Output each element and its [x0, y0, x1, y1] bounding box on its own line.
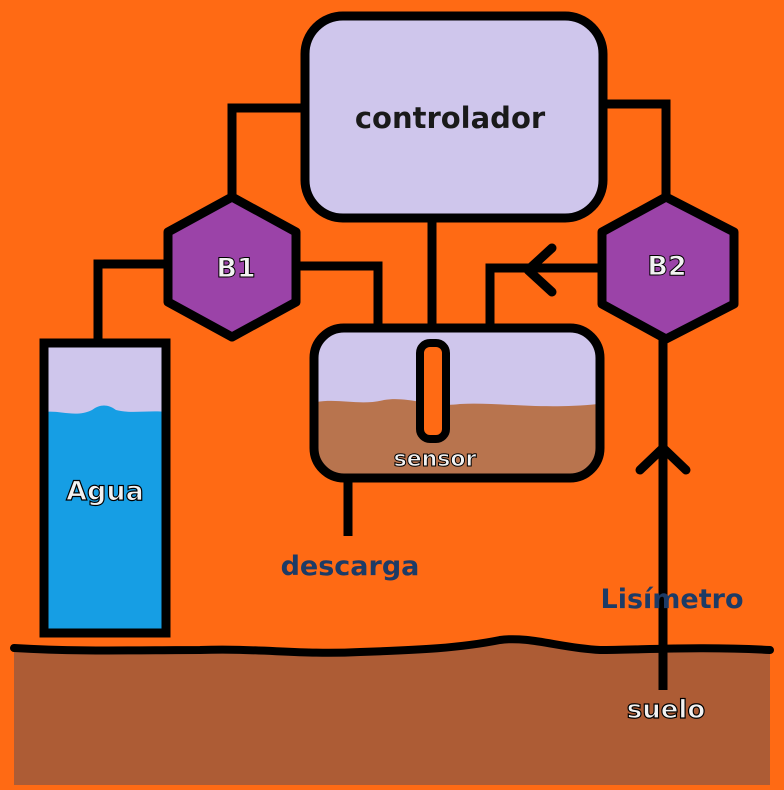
lysimeter-label: Lisímetro: [600, 584, 743, 615]
pump-b1-label: B1: [216, 253, 255, 284]
controller-to-b2-wire: [600, 99, 671, 200]
water-reservoir: [39, 338, 171, 638]
water-label: Agua: [66, 476, 144, 507]
b2-to-tank-pipe: [485, 263, 606, 325]
b1-to-tank-pipe: [300, 261, 383, 330]
controller-to-b1-wire: [227, 103, 305, 200]
pump-b2-hexagon: [597, 192, 739, 344]
sensor-tank: [309, 323, 605, 483]
sensor-probe: [416, 339, 450, 443]
ground-surface-line: [10, 635, 774, 657]
controller-box: [300, 11, 608, 223]
arrow-left-icon: [523, 243, 557, 297]
soil-label: suelo: [627, 695, 705, 725]
soil-ground: [14, 639, 770, 785]
pump-b2-label: B2: [647, 251, 686, 282]
arrow-up-icon: [635, 443, 691, 475]
controller-label: controlador: [355, 101, 546, 135]
sensor-label: sensor: [394, 447, 477, 472]
discharge-label: descarga: [281, 551, 420, 582]
pump-b1-hexagon: [163, 192, 301, 342]
water-to-b1-pipe: [93, 259, 170, 345]
